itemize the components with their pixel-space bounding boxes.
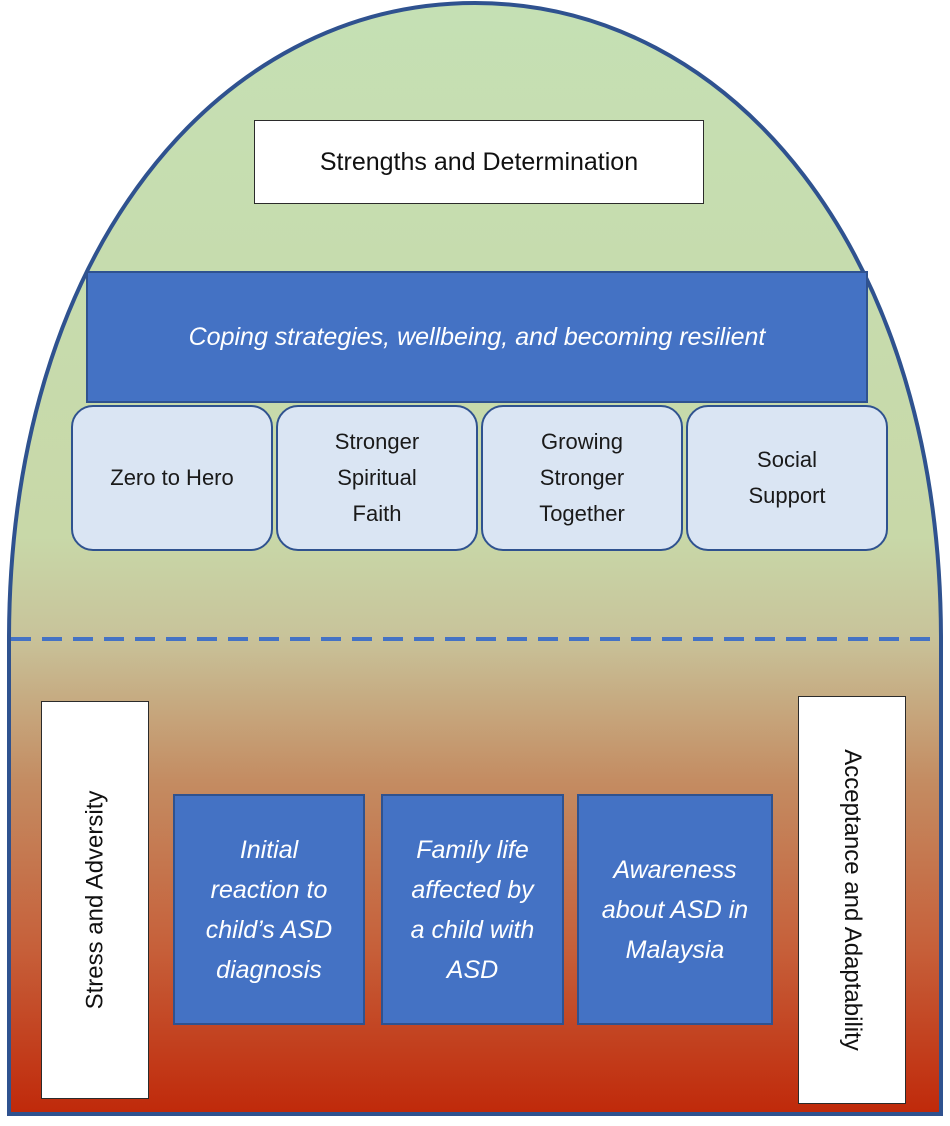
theme-initial-reaction: Initial reaction to child’s ASD diagnosi…: [173, 794, 365, 1025]
stress-adversity-label: Stress and Adversity: [41, 701, 149, 1099]
coping-strategies-text: Coping strategies, wellbeing, and becomi…: [188, 322, 766, 351]
subtheme-label: Growing Stronger Together: [539, 429, 625, 526]
theme-awareness-asd: Awareness about ASD in Malaysia: [577, 794, 773, 1025]
theme-label: Awareness about ASD in Malaysia: [601, 855, 749, 964]
subtheme-stronger-spiritual-faith: Stronger Spiritual Faith: [276, 405, 478, 551]
coping-strategies-banner: Coping strategies, wellbeing, and becomi…: [86, 271, 868, 403]
subtheme-growing-stronger-together: Growing Stronger Together: [481, 405, 683, 551]
theme-label: Initial reaction to child’s ASD diagnosi…: [205, 835, 333, 984]
subtheme-label: Stronger Spiritual Faith: [334, 429, 420, 526]
acceptance-adaptability-label: Acceptance and Adaptability: [798, 696, 906, 1104]
theme-family-life: Family life affected by a child with ASD: [381, 794, 564, 1025]
subtheme-label: Social Support: [748, 447, 826, 508]
strengths-determination-label: Strengths and Determination: [254, 120, 704, 204]
acceptance-adaptability-text: Acceptance and Adaptability: [839, 749, 867, 1051]
subtheme-social-support: Social Support: [686, 405, 888, 551]
subtheme-label: Zero to Hero: [110, 465, 234, 490]
stress-adversity-text: Stress and Adversity: [81, 790, 109, 1010]
theme-label: Family life affected by a child with ASD: [410, 835, 535, 984]
strengths-determination-text: Strengths and Determination: [319, 147, 639, 176]
subtheme-zero-to-hero: Zero to Hero: [71, 405, 273, 551]
